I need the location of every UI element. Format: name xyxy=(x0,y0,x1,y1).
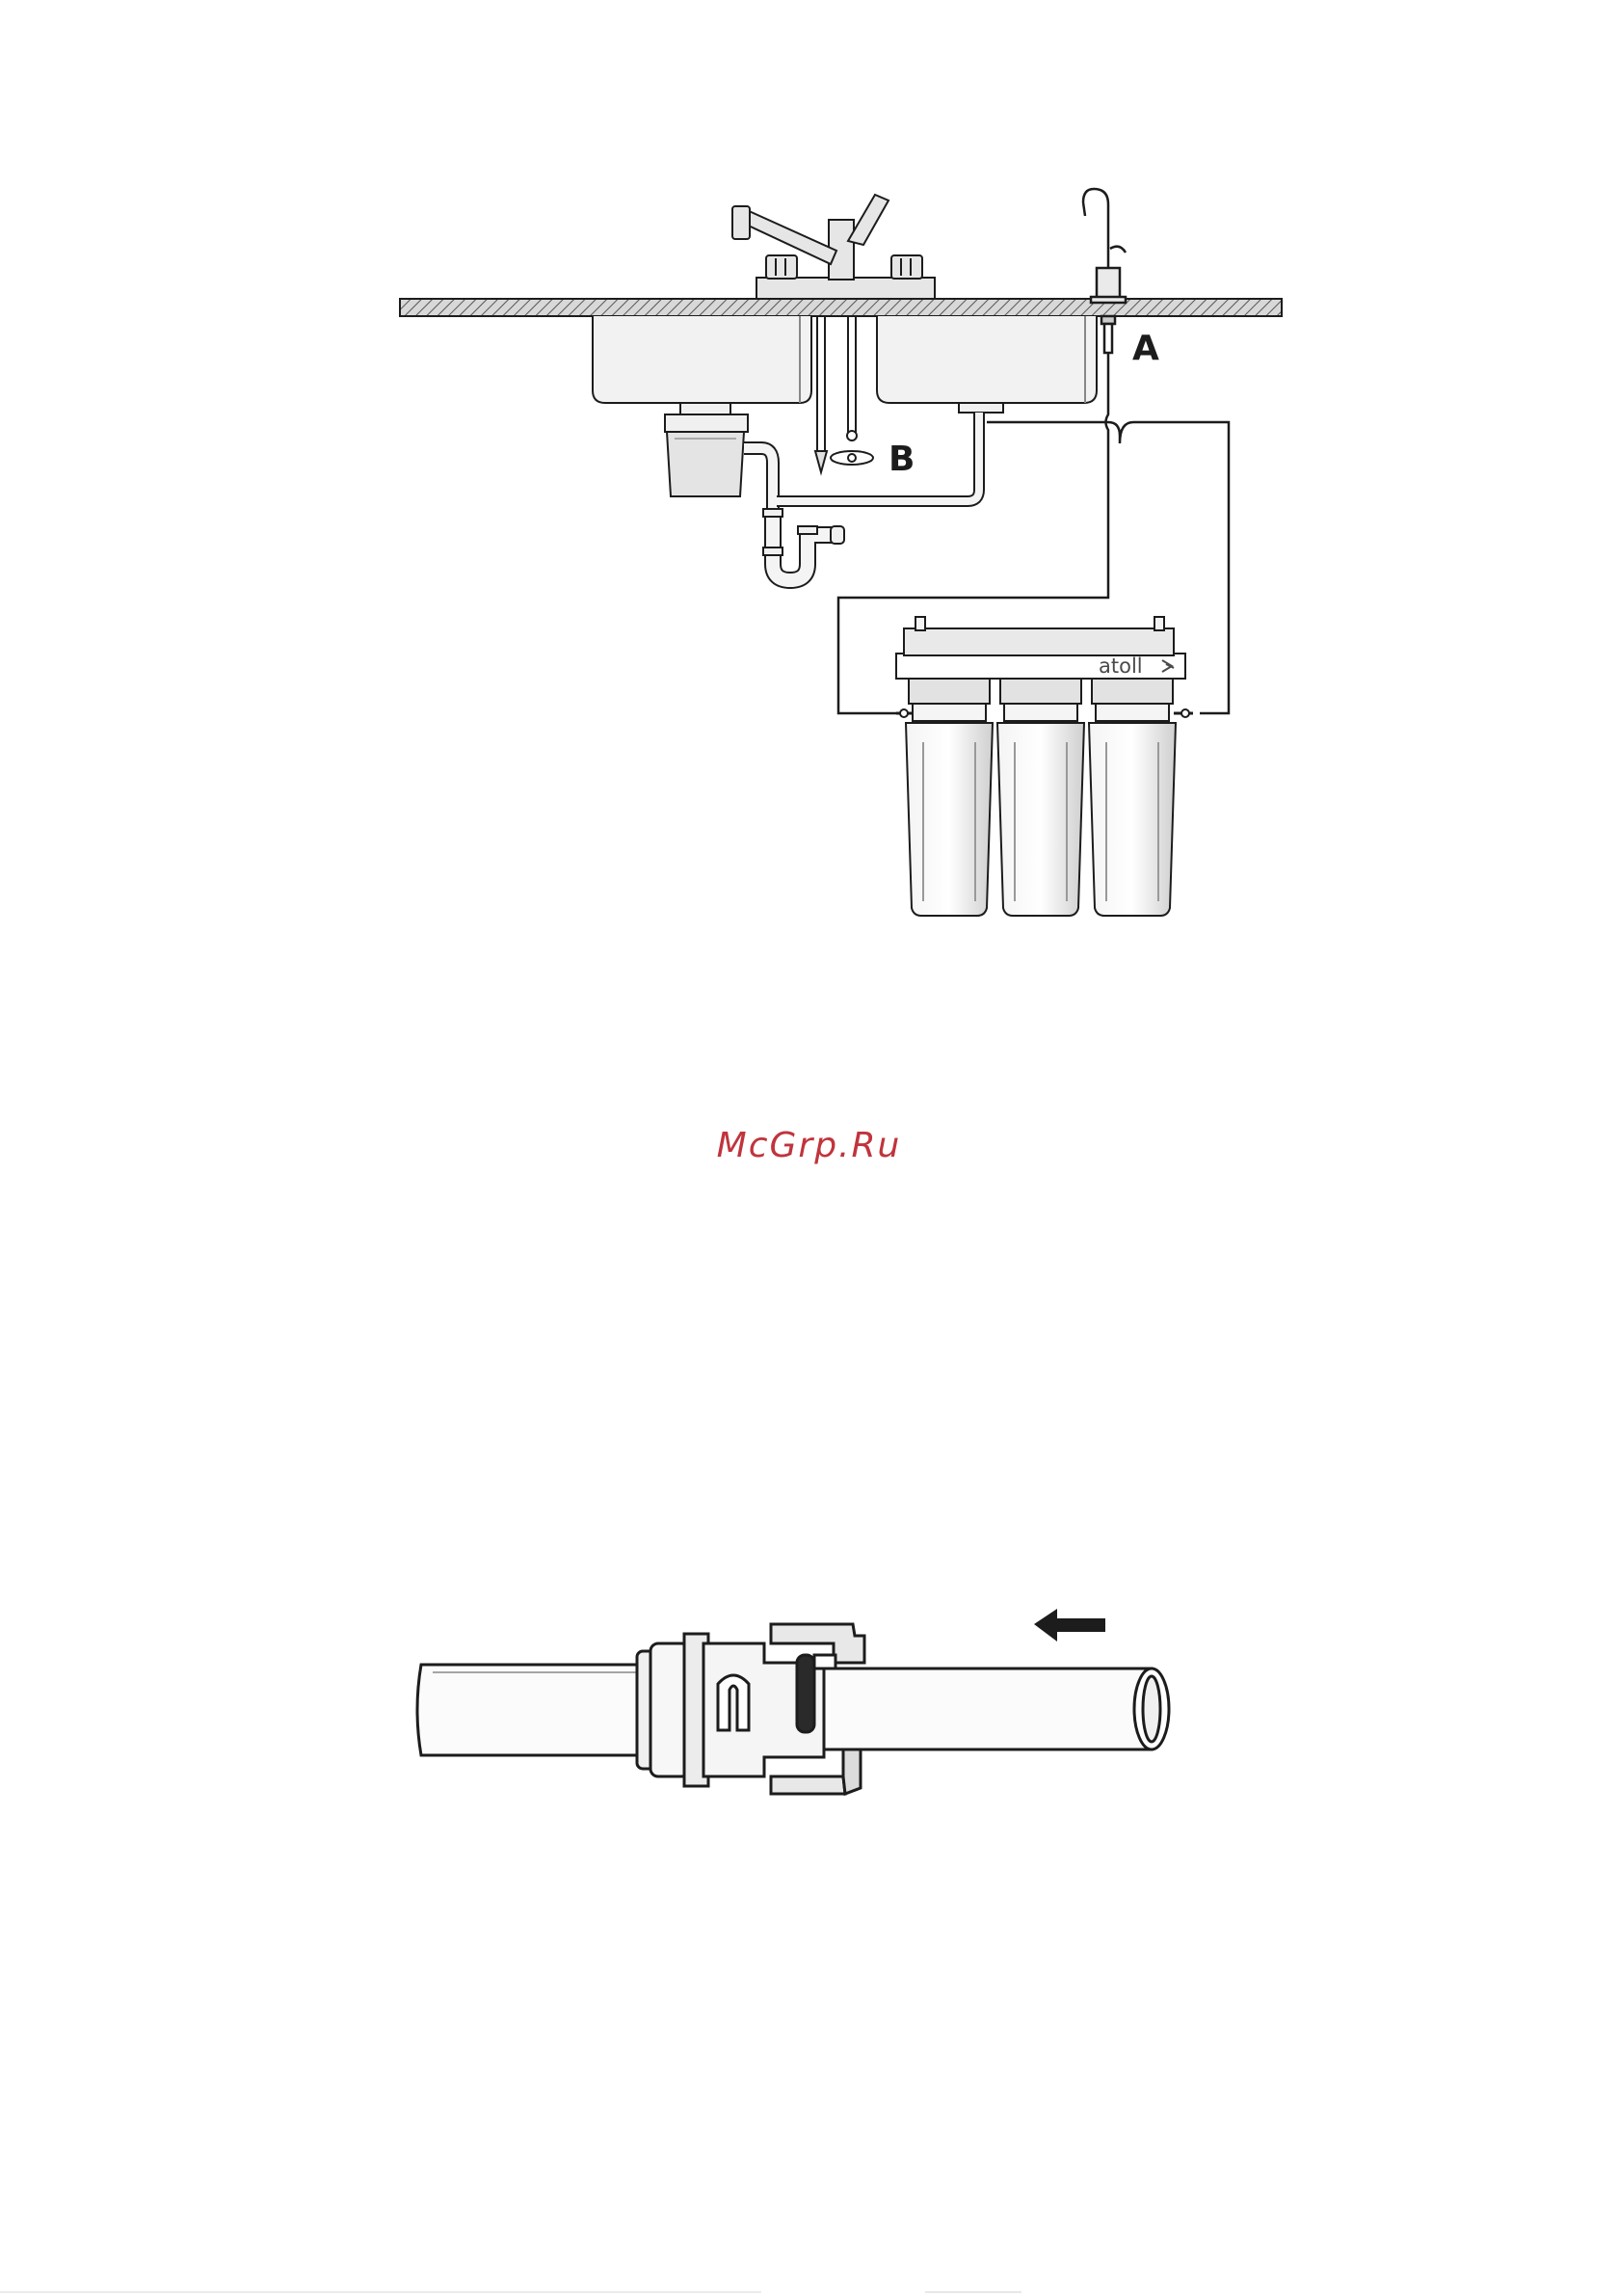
kitchen-mixer-faucet xyxy=(732,195,935,299)
filter-housing-2 xyxy=(997,679,1084,916)
callout-b: B xyxy=(889,440,915,479)
insertion-arrow-icon xyxy=(1034,1609,1105,1642)
double-sink xyxy=(593,316,1097,403)
watermark: McGrp.Ru xyxy=(0,1126,1618,1165)
page-edge-marks xyxy=(0,2290,1618,2296)
brand-label: atoll xyxy=(1099,654,1143,678)
right-tube xyxy=(824,1669,1169,1749)
installation-diagram: atoll A B xyxy=(395,183,1291,935)
callout-a: A xyxy=(1132,329,1159,368)
filter-housing-1 xyxy=(906,679,993,916)
push-fit-diagram xyxy=(410,1605,1209,1817)
filter-housings xyxy=(906,679,1176,916)
filter-housing-3 xyxy=(1089,679,1176,916)
left-tube xyxy=(417,1665,646,1755)
faucet-supply-hoses xyxy=(815,316,873,472)
drain-assembly xyxy=(665,403,1003,580)
countertop xyxy=(400,299,1282,316)
